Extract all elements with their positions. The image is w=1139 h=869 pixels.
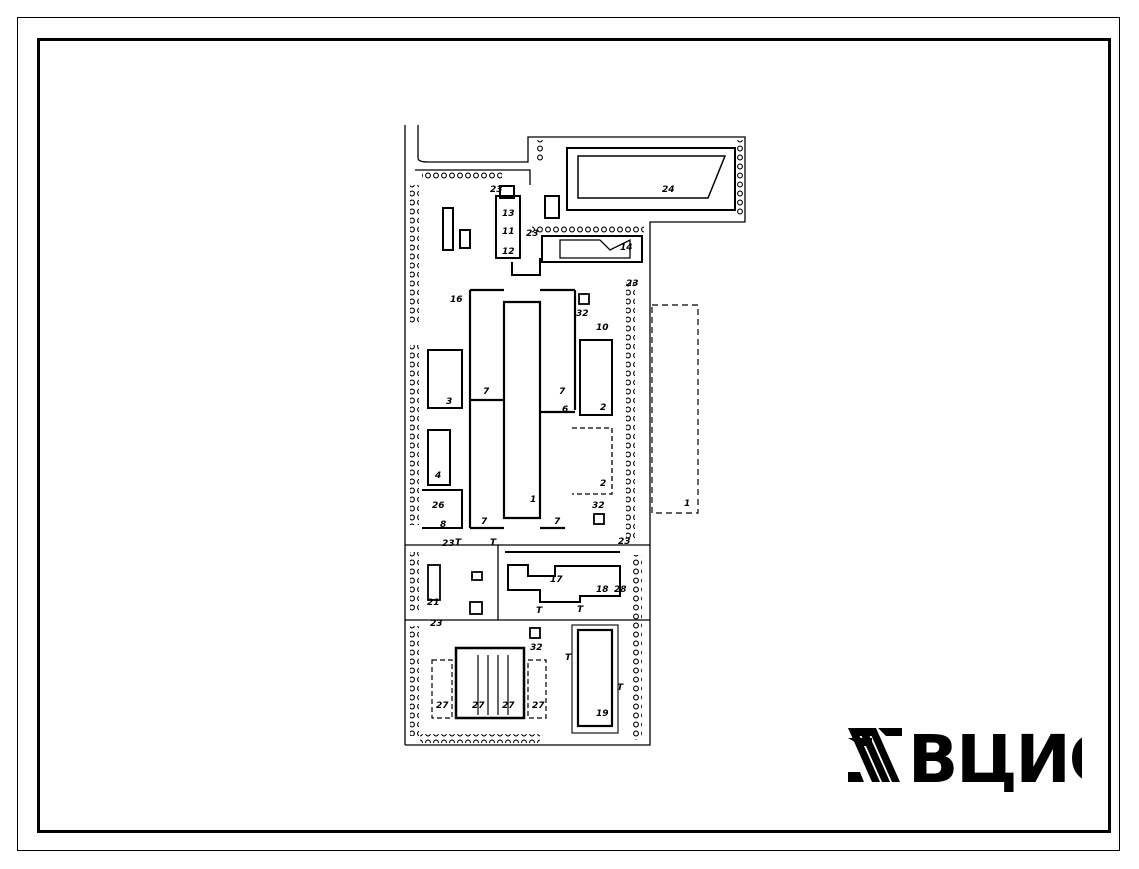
label-19: 19	[596, 709, 609, 719]
main-building-1	[468, 288, 577, 530]
label-7c: 7	[481, 517, 488, 527]
label-32b: 32	[592, 501, 605, 511]
label-7d: 7	[554, 517, 561, 527]
label-18: 18	[596, 585, 609, 595]
label-24: 24	[662, 185, 675, 195]
logo-text: ВЦИС	[908, 722, 1082, 792]
label-t2: T	[490, 538, 497, 548]
buildings-27	[431, 646, 547, 720]
label-8: 8	[440, 520, 446, 530]
label-32c: 32	[530, 643, 543, 653]
building-24	[566, 147, 736, 211]
label-6: 6	[562, 405, 568, 415]
label-4: 4	[434, 471, 441, 481]
label-t1: T	[455, 538, 462, 548]
label-t6: T	[536, 606, 543, 616]
label-17: 17	[550, 575, 563, 585]
small-structures	[427, 293, 605, 639]
label-16: 16	[450, 295, 463, 305]
site-boundary	[404, 125, 746, 746]
label-3: 3	[446, 397, 452, 407]
label-t4: T	[617, 683, 624, 693]
label-23b: 23	[526, 229, 539, 239]
label-12: 12	[502, 247, 515, 257]
inner-frame	[37, 38, 1111, 833]
buildings-17-18	[505, 551, 621, 603]
buildings-3-4	[422, 349, 463, 529]
label-23a: 23	[490, 185, 503, 195]
label-21: 21	[427, 598, 440, 608]
label-32a: 32	[576, 309, 589, 319]
label-27d: 27	[532, 701, 545, 711]
planned-building-1	[651, 304, 699, 514]
building-2	[572, 339, 613, 495]
label-28: 28	[614, 585, 627, 595]
label-23d: 23	[442, 539, 455, 549]
label-27c: 27	[502, 701, 515, 711]
label-23c: 23	[626, 279, 639, 289]
label-t5: T	[577, 605, 584, 615]
label-26: 26	[432, 501, 445, 511]
vcis-logo: ВЦИС	[848, 722, 1082, 792]
logo-emblem-icon	[848, 728, 902, 782]
label-13: 13	[502, 209, 515, 219]
tree-rows	[410, 140, 744, 743]
building-19	[571, 624, 619, 734]
building-14	[541, 235, 643, 263]
label-23f: 23	[430, 619, 443, 629]
label-23e: 23	[618, 537, 631, 547]
label-1b: 1	[684, 499, 690, 509]
label-7a: 7	[483, 387, 490, 397]
label-10: 10	[596, 323, 609, 333]
label-2b: 2	[600, 479, 606, 489]
buildings-11-13	[442, 185, 560, 276]
label-7b: 7	[559, 387, 566, 397]
label-1: 1	[530, 495, 536, 505]
label-27a: 27	[436, 701, 449, 711]
outer-frame	[17, 17, 1120, 851]
label-2: 2	[600, 403, 606, 413]
label-11: 11	[502, 227, 515, 237]
label-t3: T	[565, 653, 572, 663]
label-14: 14	[620, 243, 633, 253]
label-27b: 27	[472, 701, 485, 711]
plan-labels: 1 1 2 2 3 4 6 7 7 7 7 8 10 11 12 13 14 1…	[427, 185, 690, 719]
